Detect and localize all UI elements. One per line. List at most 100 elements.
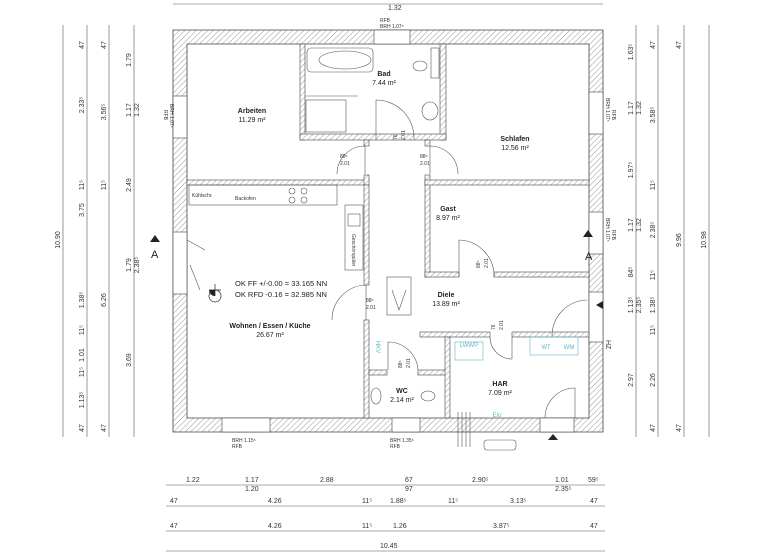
dimension-label: 47 [650, 424, 657, 432]
shower [305, 99, 347, 133]
dimension-label: 11⁵ [79, 367, 86, 377]
door-har [539, 417, 575, 433]
dimension-label: 1.63⁵ [628, 44, 635, 61]
bathtub-basin [318, 50, 372, 70]
room-area: 8.97 m² [436, 215, 460, 222]
dimension-label: 2.49 [126, 178, 133, 192]
dimension-lines [62, 3, 710, 552]
door-dimension: 2.01 [499, 320, 505, 330]
window-note: BRH 1.07⁵ [604, 98, 610, 122]
dimension-label: 1.20 [245, 486, 259, 493]
window-note: BRH 1.07⁵ [168, 104, 174, 128]
door-dimension: 76 [393, 134, 399, 140]
dimension-label: 2.90⁵ [472, 477, 489, 484]
window-note: RFB [232, 444, 243, 450]
dimension-label: 1.13⁵ [79, 392, 86, 409]
window-schlafen [588, 91, 604, 135]
dimension-label: 67 [405, 477, 413, 484]
kitchen-counter-side [344, 204, 364, 271]
dimension-label: 47 [170, 498, 178, 505]
dimension-label: 47 [676, 41, 683, 49]
dimension-label: 4.26 [268, 498, 282, 505]
room-name: Schlafen [500, 136, 529, 143]
dimension-label: 3.75 [79, 203, 86, 217]
room-name: Diele [438, 292, 455, 299]
door-swings [186, 99, 588, 419]
dimension-label: 11⁵ [101, 180, 108, 190]
fixture-label-hkv: HKV [374, 341, 380, 353]
fixture-label-backofen: Backofen [235, 196, 256, 202]
toilet-icon [412, 60, 428, 72]
door-terrace [172, 231, 188, 295]
fixture-label-wt: WT [541, 345, 551, 351]
dimension-label: 2.38⁵ [134, 257, 141, 274]
dimension-label: 3.69 [126, 353, 133, 367]
room-area: 11.29 m² [238, 117, 266, 124]
washbasin-icon [421, 101, 439, 121]
dimension-label: 2.26 [650, 373, 657, 387]
dimension-label: 1.79 [126, 53, 133, 67]
room-name: Gast [440, 206, 456, 213]
dimension-label: 1.22 [186, 477, 200, 484]
dimension-label: 1.97⁵ [628, 162, 635, 179]
window-note: BRH 1.07⁵ [380, 24, 404, 30]
dimension-label: 11⁵ [650, 270, 657, 280]
fixture-label-elo: Elo [493, 413, 502, 419]
window-note: BRH 1.35⁵ [390, 438, 414, 444]
dimension-label: 11⁵ [79, 180, 86, 190]
dimension-label: 47 [101, 41, 108, 49]
door-dimension: 88⁵ [398, 360, 404, 368]
dimension-label: 6.26 [101, 293, 108, 307]
dimension-label: 1.88⁵ [390, 498, 407, 505]
dimension-label: 10.90 [55, 231, 62, 249]
window-note: RFB [390, 444, 401, 450]
window-wohnen [221, 417, 271, 433]
dimension-label: 1.32 [388, 5, 402, 12]
section-marker-label: A [151, 249, 159, 261]
dimension-label: 47 [590, 523, 598, 530]
dimension-label: 11⁵ [362, 523, 372, 530]
dimension-label: 47 [79, 424, 86, 432]
exterior-wall [172, 29, 604, 433]
dimension-label: 11⁵ [362, 498, 372, 505]
door-dimension: 88⁵ [340, 154, 348, 160]
window-note: BRH 1.15⁵ [232, 438, 256, 444]
room-name: Wohnen / Essen / Küche [229, 323, 310, 330]
dimension-label: 97 [405, 486, 413, 493]
door-dimension: 2.01 [406, 358, 412, 368]
dimension-label: 2.38⁵ [650, 222, 657, 239]
dimension-label: 47 [79, 41, 86, 49]
window-arbeiten [172, 95, 188, 139]
window-gast [588, 211, 604, 255]
room-area: 7.09 m² [488, 390, 512, 397]
dimension-label: 1.26 [393, 523, 407, 530]
dimension-label: 1.38⁵ [650, 297, 657, 314]
window-wc [391, 417, 421, 433]
dimension-label: 1.32 [636, 218, 643, 232]
dimension-label: 47 [170, 523, 178, 530]
dimension-label: 1.17 [628, 101, 635, 115]
dimension-label: 47 [650, 41, 657, 49]
dimension-label: 1.17 [245, 477, 259, 484]
bathtub [306, 47, 374, 73]
fixture-label-lwwp: LWWP [460, 343, 478, 349]
room-area: 2.14 m² [390, 397, 414, 404]
dimension-label: 1.17 [126, 103, 133, 117]
level-ok-ff: OK FF +/-0.00 = 33.165 NN [235, 279, 327, 288]
dimension-label: 9.96 [676, 233, 683, 247]
window-bad [373, 29, 411, 45]
dimension-label: 4.26 [268, 523, 282, 530]
dimension-label: 1.38⁵ [79, 292, 86, 309]
room-name: Arbeiten [238, 108, 266, 115]
room-name: WC [396, 388, 408, 395]
dimension-label: 2.35⁵ [555, 486, 572, 493]
dimension-label: 1.01 [555, 477, 569, 484]
door-dimension: 88⁵ [476, 260, 482, 268]
kitchen-counter [188, 184, 338, 206]
dimension-label: 11⁵ [650, 325, 657, 335]
room-area: 26.67 m² [256, 332, 284, 339]
window-note: RFB [380, 18, 391, 24]
dimension-label: 2.35⁵ [636, 297, 643, 314]
room-area: 7.44 m² [372, 80, 396, 87]
dimension-label: 2.97 [628, 373, 635, 387]
